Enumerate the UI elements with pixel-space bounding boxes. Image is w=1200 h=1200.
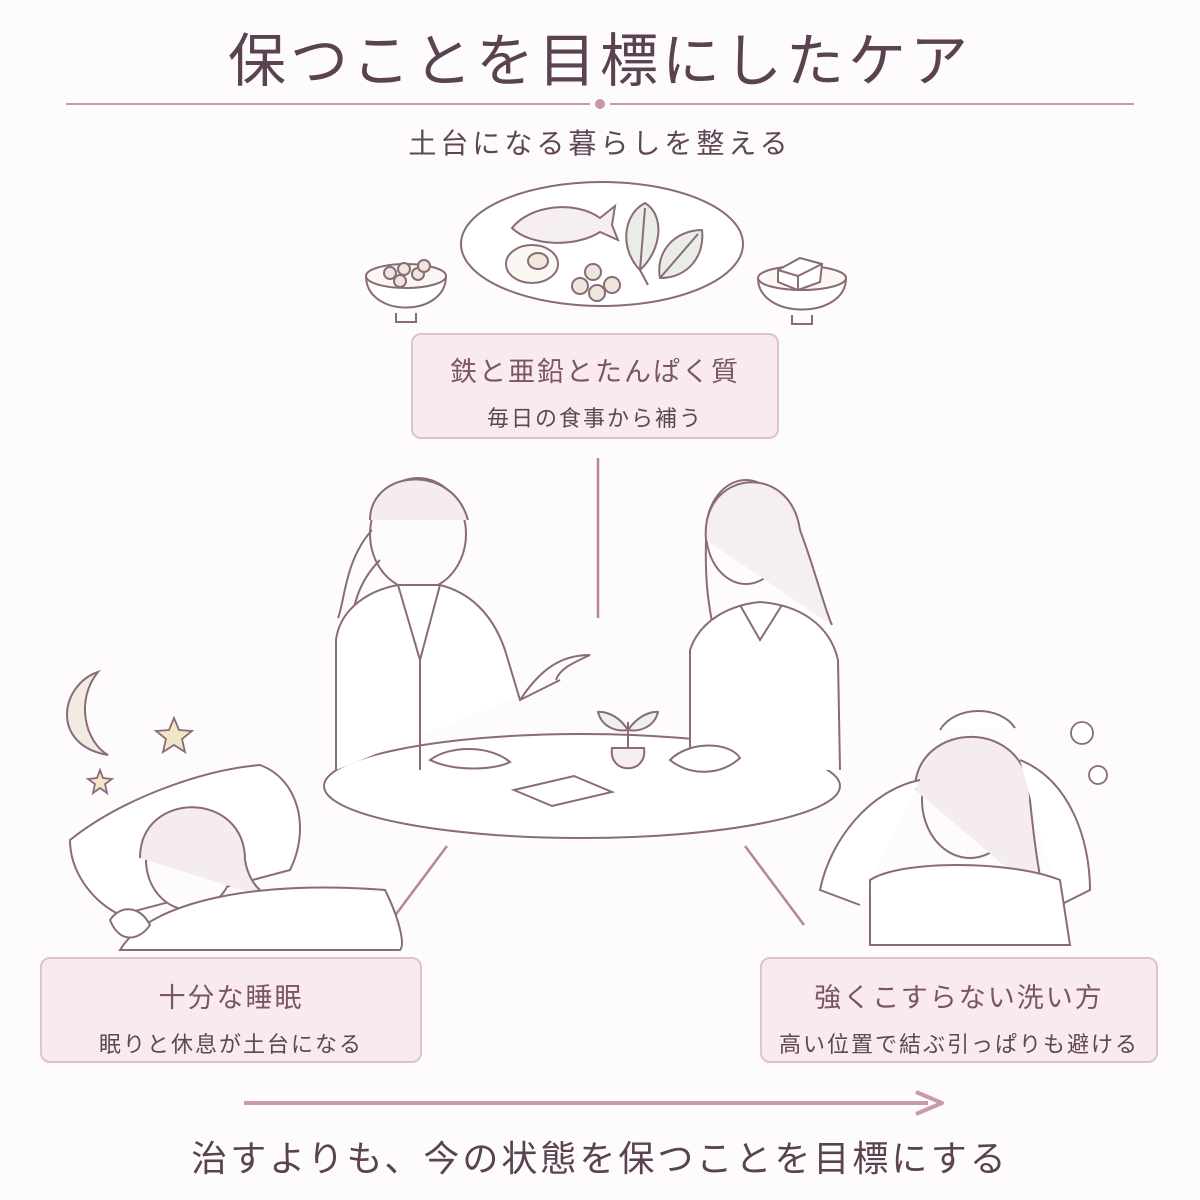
sprout-icon <box>596 710 660 770</box>
bubble-icon <box>1070 721 1108 785</box>
moon-icon <box>66 669 109 756</box>
page-title: 保つことを目標にしたケア <box>227 27 972 95</box>
page-subtitle: 土台になる暮らしを整える <box>408 127 792 160</box>
wash-card: 強くこすらない洗い方 高い位置で結ぶ引っぱりも避ける <box>760 957 1158 1063</box>
wash-card-subtitle: 高い位置で結ぶ引っぱりも避ける <box>778 1033 1139 1058</box>
food-card-subtitle: 毎日の食事から補う <box>486 407 703 432</box>
footer-message: 治すよりも、今の状態を保つことを目標にする <box>191 1139 1009 1180</box>
star-icon <box>85 715 195 796</box>
food-card: 鉄と亜鉛とたんぱく質 毎日の食事から補う <box>411 333 779 439</box>
wash-card-title: 強くこすらない洗い方 <box>814 983 1104 1014</box>
consultation-illustration <box>323 477 841 839</box>
sleeping-illustration <box>68 763 403 951</box>
sleep-card-title: 十分な睡眠 <box>158 983 304 1014</box>
footer-arrow <box>244 1090 944 1116</box>
food-card-title: 鉄と亜鉛とたんぱく質 <box>450 357 740 388</box>
sleep-card-subtitle: 眠りと休息が土台になる <box>98 1033 363 1058</box>
connector-lines <box>386 458 806 926</box>
meal-illustration <box>364 181 848 325</box>
title-divider <box>66 99 1134 109</box>
hair-washing-illustration <box>818 710 1092 946</box>
sleep-card: 十分な睡眠 眠りと休息が土台になる <box>40 957 422 1063</box>
